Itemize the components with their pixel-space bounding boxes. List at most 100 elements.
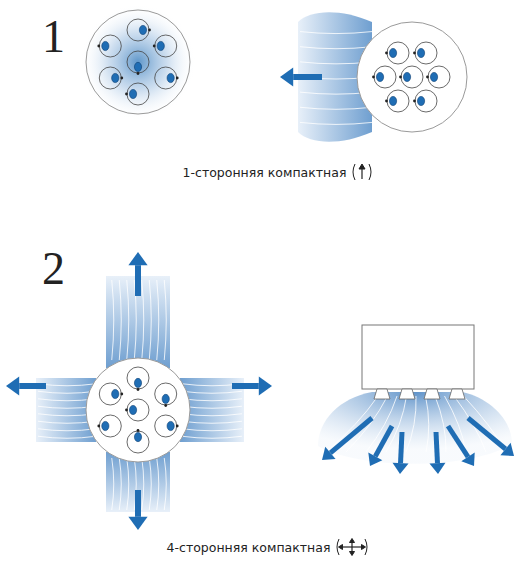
direction-icon [335, 538, 369, 556]
swirl-ring [374, 66, 396, 88]
panel-outline [86, 10, 190, 114]
nozzle-jet [167, 73, 174, 82]
swirl-ring [387, 42, 409, 64]
swirl-ring [99, 383, 121, 405]
flow-arrow [375, 426, 392, 456]
swirl-dot [97, 45, 100, 48]
swirl-dot [413, 100, 416, 103]
swirl-dot [413, 52, 416, 55]
nozzle-jet [157, 41, 164, 50]
arrow-head [128, 252, 147, 265]
flow-streak [406, 396, 416, 452]
arrow-head [500, 443, 514, 456]
flow-streak [182, 414, 242, 416]
nozzle-jet [376, 72, 383, 81]
swirl-dot [399, 76, 402, 79]
swirl-ring [99, 415, 121, 437]
swirl-ring [127, 51, 149, 73]
flow-streak [127, 280, 129, 360]
swirl-dot [120, 77, 123, 80]
flow-streak [112, 458, 114, 510]
flow-streak [182, 429, 242, 431]
caption-row: 1-сторонняя компактная [183, 163, 374, 181]
swirl-dot [426, 76, 429, 79]
arrow-head [461, 452, 474, 466]
flow-streak [182, 399, 242, 401]
direction-icon [351, 163, 373, 181]
nozzle-jet [389, 48, 396, 57]
flow-streak [119, 458, 121, 510]
flow-streak [38, 436, 96, 438]
nozzle-jet [389, 96, 396, 105]
icon-stroke [350, 552, 355, 556]
nozzle-jet [403, 72, 410, 81]
swirl-dot [125, 409, 128, 412]
nozzle-jet [129, 405, 136, 414]
flow-streak [464, 396, 507, 452]
arrow-head [429, 463, 445, 474]
nozzle-jet [134, 62, 141, 71]
panel-outline [357, 22, 467, 132]
arrow-head [259, 376, 272, 395]
arrow-head [393, 463, 409, 474]
flow-streak [164, 458, 166, 510]
flow-streak [157, 280, 159, 360]
caption-text: 4-сторонняя компактная [167, 540, 331, 555]
flow-arrow [293, 74, 322, 80]
nozzle-jet [134, 432, 141, 441]
swirl-ring [127, 399, 149, 421]
flow-streak [300, 122, 372, 124]
arrow-head [368, 453, 382, 466]
swirl-ring [127, 431, 149, 453]
swirl-dot [125, 93, 128, 96]
air-glow [80, 4, 196, 120]
swirl-dot [120, 393, 123, 396]
flow-arrow [436, 432, 437, 463]
swirl-ring [415, 90, 437, 112]
icon-stroke [369, 164, 371, 180]
flow-streak [300, 107, 372, 109]
flow-arrow [330, 418, 372, 453]
icon-stroke [362, 168, 363, 179]
arrow-head [322, 447, 336, 460]
arrow-head [280, 67, 293, 86]
flow-streak [182, 406, 242, 408]
flow-streak [157, 458, 159, 510]
arrow-head [6, 376, 19, 395]
swirl-dot [97, 425, 100, 428]
flow-streak [119, 280, 121, 360]
nozzle-jet [162, 394, 169, 403]
swirl-ring [99, 67, 121, 89]
nozzle-jet [167, 421, 174, 430]
swirl-ring [155, 67, 177, 89]
figure-number: 1 [42, 14, 65, 60]
swirl-ring [127, 19, 149, 41]
flow-streak [300, 32, 372, 34]
swirl-ring [127, 367, 149, 389]
flow-arrow [468, 418, 506, 449]
nozzle-jet [102, 421, 109, 430]
swirl-ring [127, 83, 149, 105]
nozzle-jet [134, 378, 141, 387]
caption-row: 4-сторонняя компактная [167, 538, 370, 556]
flow-arrow [232, 383, 259, 389]
flow-streak [38, 384, 96, 386]
swirl-dot [148, 29, 151, 32]
air-fan [318, 392, 512, 464]
flow-streak [182, 436, 242, 438]
swirl-ring [155, 415, 177, 437]
swirl-dot [385, 100, 388, 103]
swirl-dot [164, 404, 167, 407]
flow-arrow [401, 432, 402, 463]
icon-stroke [342, 546, 362, 547]
flow-streak [445, 396, 467, 452]
swirl-ring [155, 383, 177, 405]
nozzle-outlet [424, 389, 440, 399]
flow-arrow [135, 265, 141, 296]
swirl-dot [176, 77, 179, 80]
swirl-dot [385, 52, 388, 55]
arrow-head [128, 517, 147, 530]
flow-arrow [135, 490, 141, 517]
flow-streak [164, 280, 166, 360]
